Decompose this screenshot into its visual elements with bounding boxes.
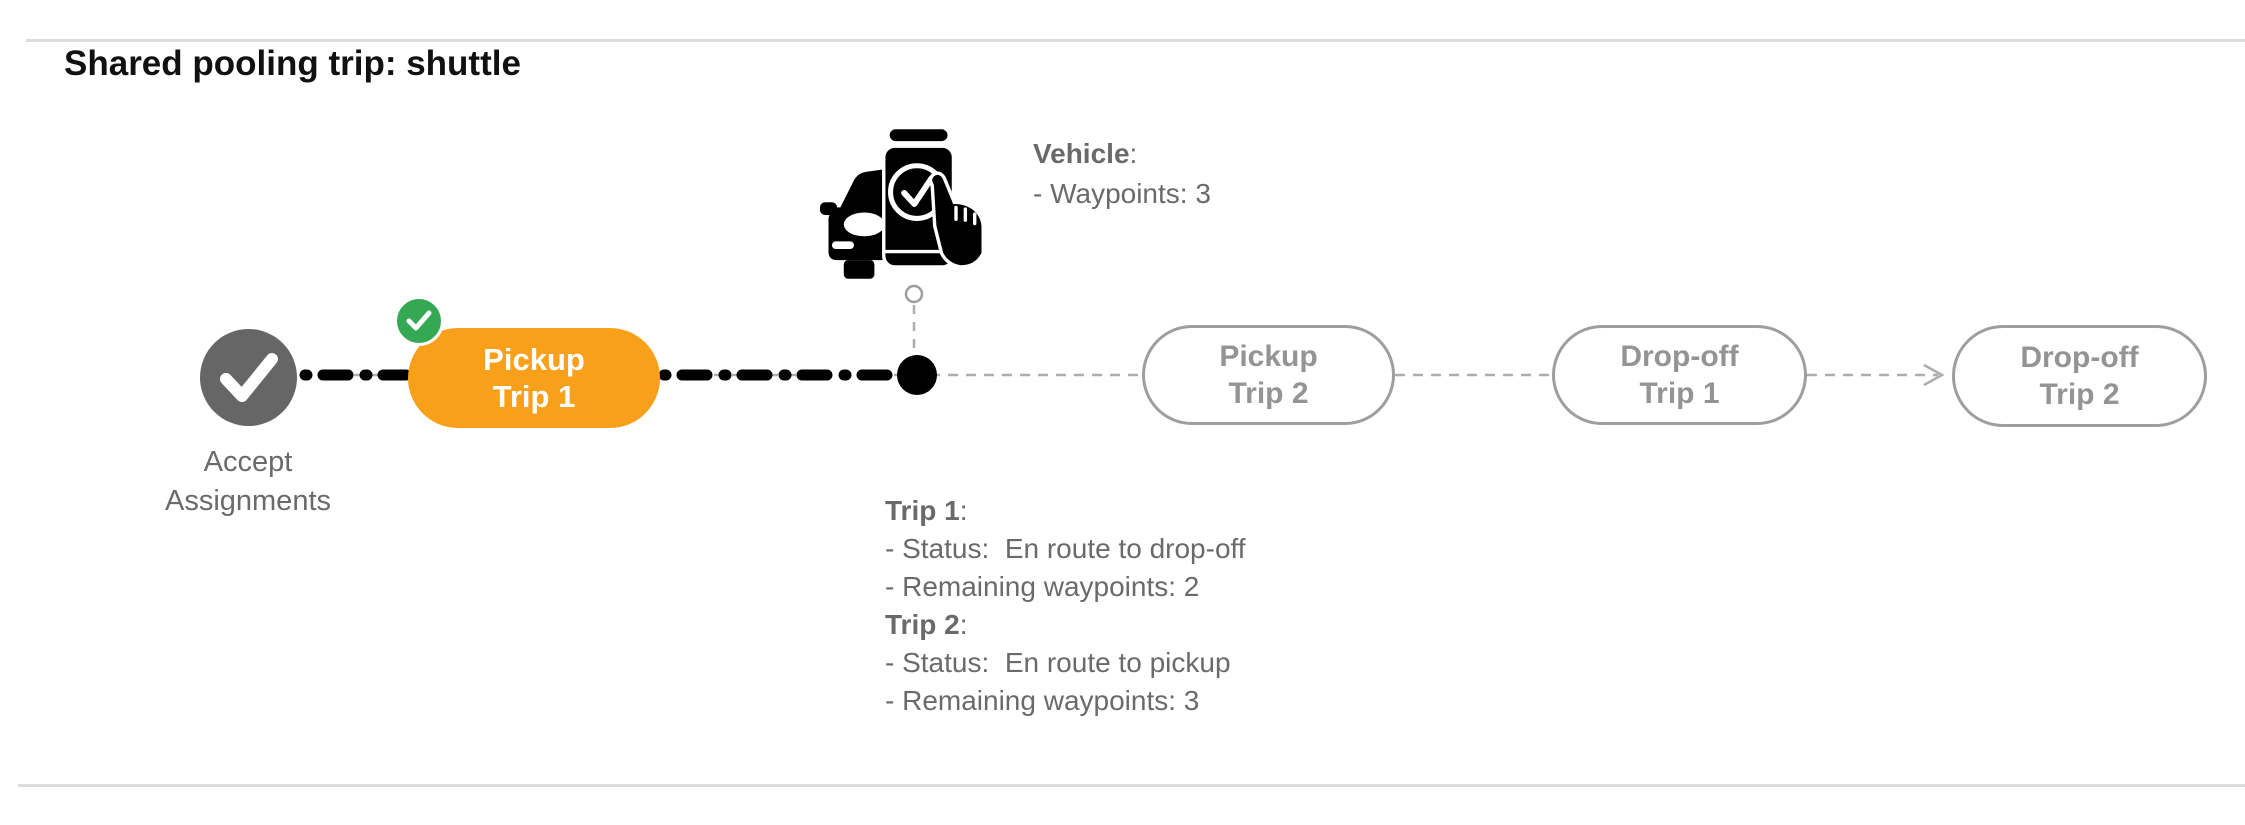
trip-status-info: Trip 1: - Status: En route to drop-off -… — [885, 492, 1246, 720]
node-accept-assignments — [200, 329, 297, 426]
vehicle-heading-text: Vehicle — [1033, 138, 1130, 169]
node-pickup-trip-1: Pickup Trip 1 — [408, 328, 660, 428]
trip1-status: - Status: En route to drop-off — [885, 533, 1246, 564]
completed-status-badge — [394, 296, 444, 346]
trip2-heading-colon: : — [959, 609, 968, 640]
node-dropoff-trip-2: Drop-off Trip 2 — [1952, 325, 2207, 427]
trip2-heading-text: Trip 2 — [885, 609, 960, 640]
check-badge-icon — [406, 310, 432, 331]
vehicle-waypoints: - Waypoints: 3 — [1033, 178, 1211, 209]
stop-label-line1: Pickup — [1219, 340, 1318, 373]
stop-label-line2: Trip 2 — [1228, 377, 1309, 410]
arrow-right-icon — [1923, 363, 1945, 387]
node-pickup-trip-2: Pickup Trip 2 — [1142, 325, 1395, 425]
trip2-heading: Trip 2: — [885, 606, 1246, 644]
vehicle-phone-check-icon — [820, 125, 985, 279]
accept-label-line2: Assignments — [164, 485, 331, 517]
stop-label-line1: Drop-off — [2020, 341, 2139, 374]
bottom-divider — [18, 784, 2245, 787]
trip1-remaining: - Remaining waypoints: 2 — [885, 571, 1200, 602]
vehicle-info: Vehicle: - Waypoints: 3 — [1033, 134, 1211, 214]
vehicle-anchor-connector — [904, 284, 924, 362]
accept-label-line1: Accept — [203, 446, 293, 478]
trip2-status: - Status: En route to pickup — [885, 647, 1231, 678]
vehicle-heading-colon: : — [1129, 138, 1138, 169]
accept-assignments-label: Accept Assignments — [108, 443, 388, 521]
stop-label-line2: Trip 2 — [2039, 378, 2120, 411]
check-icon — [219, 352, 278, 402]
stop-label-line2: Trip 1 — [1639, 377, 1720, 410]
top-divider — [26, 39, 2245, 42]
timeline-dot-marker — [897, 355, 937, 395]
trip1-heading: Trip 1: — [885, 492, 1246, 530]
node-dropoff-trip-1: Drop-off Trip 1 — [1552, 325, 1807, 425]
stop-label-line2: Trip 1 — [492, 379, 576, 414]
stop-label-line1: Pickup — [483, 342, 585, 377]
open-circle-marker — [904, 284, 924, 304]
vehicle-heading: Vehicle: — [1033, 134, 1211, 174]
trip2-remaining: - Remaining waypoints: 3 — [885, 685, 1200, 716]
trip1-heading-colon: : — [959, 495, 968, 526]
page-title: Shared pooling trip: shuttle — [64, 44, 521, 83]
stop-label-line1: Drop-off — [1620, 340, 1739, 373]
trip1-heading-text: Trip 1 — [885, 495, 960, 526]
